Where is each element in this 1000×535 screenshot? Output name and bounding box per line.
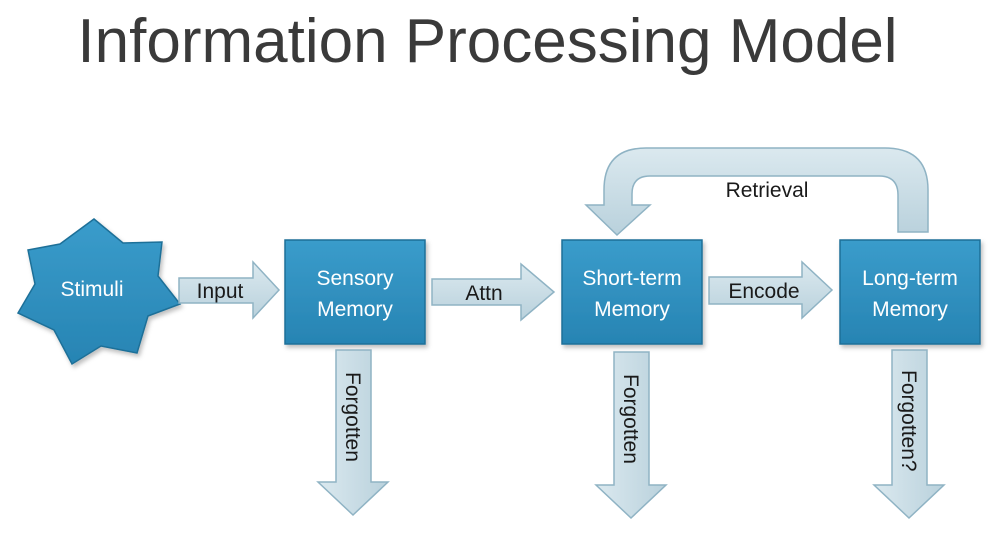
input-label: Input <box>197 280 244 303</box>
long-term-memory-line1: Long-term <box>862 267 958 290</box>
stimuli-node <box>16 218 182 366</box>
short-term-memory-line1: Short-term <box>582 267 681 290</box>
sensory-memory-box <box>284 239 426 345</box>
retrieval-arrow: Retrieval <box>584 147 929 237</box>
forgotten-short-arrow: Forgotten <box>594 351 668 520</box>
attn-arrow: Attn <box>431 262 556 322</box>
encode-label: Encode <box>728 280 799 303</box>
long-term-memory-box <box>839 239 981 345</box>
sensory-memory-line1: Sensory <box>316 267 394 290</box>
forgotten-sensory-arrow: Forgotten <box>316 349 390 517</box>
encode-arrow: Encode <box>708 260 834 320</box>
attn-label: Attn <box>465 282 502 305</box>
short-term-memory-node: Short-term Memory <box>561 239 703 345</box>
short-term-memory-line2: Memory <box>594 298 670 321</box>
sensory-memory-line2: Memory <box>317 298 393 321</box>
retrieval-label: Retrieval <box>726 179 809 202</box>
short-term-memory-box <box>561 239 703 345</box>
forgotten-sensory-arrow-shape <box>316 349 390 517</box>
input-arrow-shape <box>178 260 281 320</box>
page-title: Information Processing Model <box>77 7 898 76</box>
input-arrow: Input <box>178 260 281 320</box>
stimuli-label: Stimuli <box>60 278 123 301</box>
attn-arrow-shape <box>431 262 556 322</box>
forgotten-long-arrow-shape <box>872 349 946 520</box>
retrieval-arrow-shape <box>584 147 929 237</box>
encode-arrow-shape <box>708 260 834 320</box>
forgotten-long-arrow: Forgotten? <box>872 349 946 520</box>
long-term-memory-node: Long-term Memory <box>839 239 981 345</box>
forgotten-sensory-label: Forgotten <box>341 372 364 462</box>
forgotten-short-arrow-shape <box>594 351 668 520</box>
star-shape <box>16 218 182 366</box>
forgotten-long-label: Forgotten? <box>897 370 920 472</box>
long-term-memory-line2: Memory <box>872 298 948 321</box>
sensory-memory-node: Sensory Memory <box>284 239 426 345</box>
forgotten-short-label: Forgotten <box>619 374 642 464</box>
